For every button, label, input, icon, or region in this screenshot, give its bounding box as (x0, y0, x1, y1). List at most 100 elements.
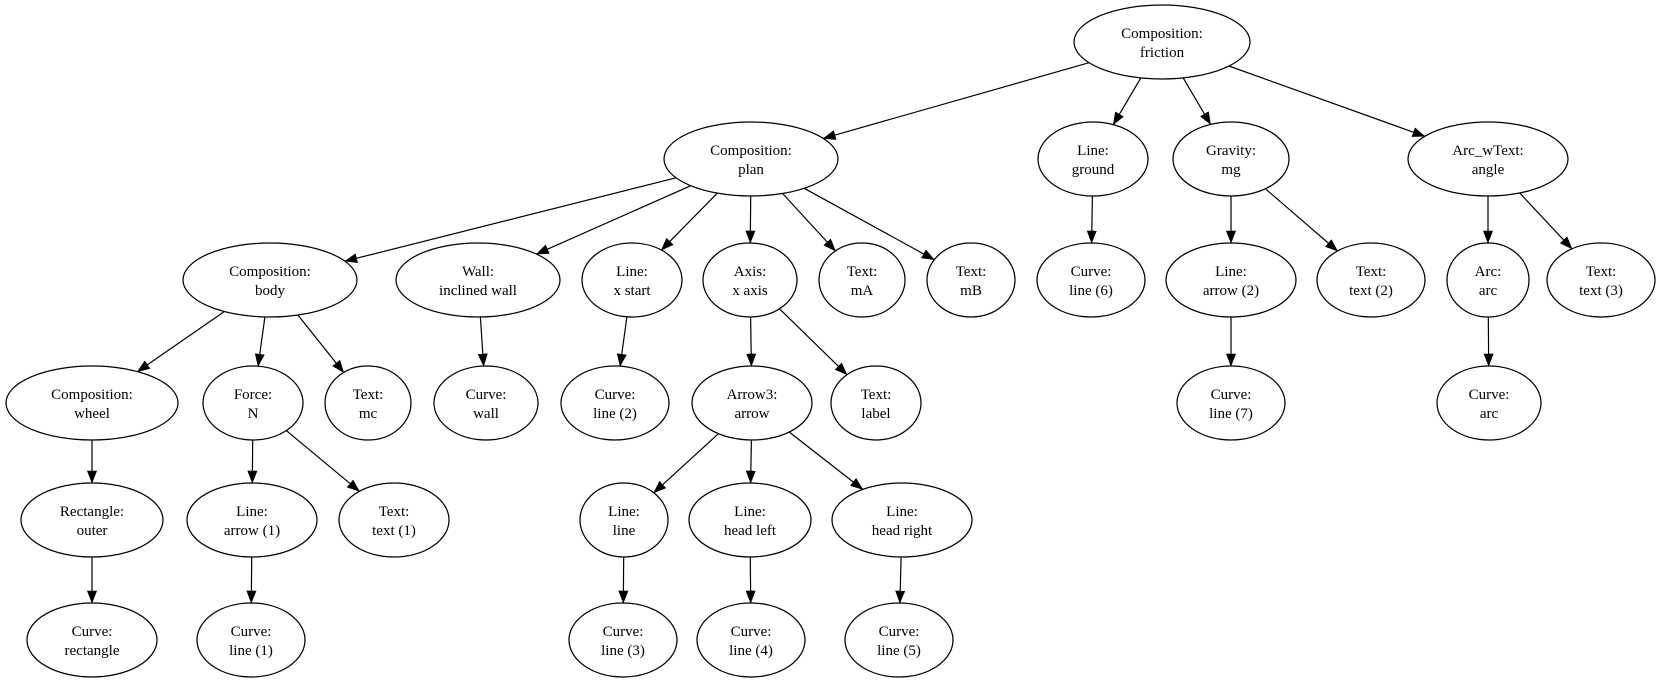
node-label: Arrow3:arrow (727, 387, 778, 422)
node-ellipse (186, 482, 318, 558)
node-label: Wall:inclined wall (439, 264, 517, 299)
edge-plan-to-body (344, 177, 677, 264)
node-ellipse (568, 602, 678, 678)
node-label: Line:head left (724, 504, 777, 539)
edge-arrow3-to-head-right (788, 431, 864, 490)
node-ellipse (202, 365, 304, 441)
edge-friction-to-mg (1182, 77, 1212, 126)
tree-node-mB: Text:mB (926, 242, 1016, 318)
node-label: Composition:plan (710, 143, 792, 178)
edge-plan-to-mB (803, 187, 935, 261)
edge-friction-to-ground (1112, 77, 1142, 126)
node-ellipse (581, 242, 683, 318)
node-label: Composition:wheel (51, 387, 133, 422)
node-label: Curve:line (1) (229, 624, 273, 659)
node-ellipse (1436, 365, 1542, 441)
node-ellipse (560, 365, 670, 441)
node-ellipse (696, 602, 806, 678)
node-label: Text:text (1) (372, 504, 416, 539)
edge-head-right-to-line5 (895, 556, 906, 604)
edge-arrow3-to-head-left (745, 439, 756, 484)
node-ellipse (831, 482, 973, 558)
tree-node-line3: Curve:line (3) (568, 602, 678, 678)
tree-node-mc: Text:mc (324, 365, 412, 441)
node-label: Gravity:mg (1206, 143, 1256, 178)
node-label: Force:N (234, 387, 272, 422)
tree-node-arrow2: Line:arrow (2) (1165, 242, 1297, 318)
tree-node-arrow3: Arrow3:arrow (691, 365, 813, 441)
tree-node-curve-arc: Curve:arc (1436, 365, 1542, 441)
edge-body-to-mc (297, 314, 345, 374)
node-ellipse (702, 242, 798, 318)
tree-node-x-start: Line:x start (581, 242, 683, 318)
node-label: Curve:rectangle (65, 624, 120, 659)
tree-node-arrow1: Line:arrow (1) (186, 482, 318, 558)
node-label: Curve:wall (466, 387, 507, 422)
edge-plan-to-inclined-wall (535, 185, 692, 255)
tree-node-inclined-wall: Wall:inclined wall (395, 242, 561, 318)
tree-node-wheel: Composition:wheel (5, 365, 179, 441)
edge-x-start-to-line2 (616, 316, 628, 367)
node-ellipse (1407, 121, 1569, 197)
node-label: Arc_wText:angle (1452, 143, 1523, 178)
node-label: Rectangle:outer (60, 504, 124, 539)
tree-node-label: Text:label (830, 365, 922, 441)
tree-node-angle: Arc_wText:angle (1407, 121, 1569, 197)
node-ellipse (196, 602, 306, 678)
tree-node-line6: Curve:line (6) (1036, 242, 1146, 318)
node-ellipse (1316, 242, 1426, 318)
node-label: Composition:friction (1121, 26, 1203, 61)
edge-mg-to-text2 (1265, 188, 1339, 252)
node-label: Curve:line (6) (1069, 264, 1113, 299)
node-label: Line:ground (1072, 143, 1115, 178)
node-label: Curve:line (5) (877, 624, 921, 659)
node-ellipse (324, 365, 412, 441)
node-ellipse (579, 482, 669, 558)
node-ellipse (20, 482, 164, 558)
node-label: Curve:line (3) (601, 624, 645, 659)
tree-node-x-axis: Axis:x axis (702, 242, 798, 318)
node-ellipse (663, 121, 839, 197)
tree-node-plan: Composition:plan (663, 121, 839, 197)
tree-node-arc: Arc:arc (1446, 242, 1530, 318)
node-label: Curve:line (2) (593, 387, 637, 422)
edge-ground-to-line6 (1086, 195, 1097, 244)
node-ellipse (182, 242, 358, 318)
tree-node-line2: Curve:line (2) (560, 365, 670, 441)
edge-arrow3-to-line-node (653, 433, 719, 494)
edge-plan-to-mA (782, 193, 836, 252)
node-label: Arc:arc (1475, 264, 1502, 299)
node-ellipse (5, 365, 179, 441)
tree-node-head-right: Line:head right (831, 482, 973, 558)
tree-node-ground: Line:ground (1037, 121, 1149, 197)
tree-node-friction: Composition:friction (1073, 4, 1251, 80)
tree-node-line-node: Line:line (579, 482, 669, 558)
edge-x-axis-to-arrow3 (746, 316, 757, 367)
node-label: Composition:body (229, 264, 311, 299)
tree-node-line5: Curve:line (5) (844, 602, 954, 678)
node-label: Text:mA (847, 264, 878, 299)
tree-node-text1: Text:text (1) (338, 482, 450, 558)
tree-node-text2: Text:text (2) (1316, 242, 1426, 318)
node-ellipse (1546, 242, 1656, 318)
tree-node-line7: Curve:line (7) (1176, 365, 1286, 441)
tree-node-rectangle: Curve:rectangle (26, 602, 158, 678)
edge-plan-to-x-start (660, 192, 718, 251)
tree-node-mg: Gravity:mg (1172, 121, 1290, 197)
node-label: Curve:line (7) (1209, 387, 1253, 422)
node-ellipse (830, 365, 922, 441)
tree-node-wall-curve: Curve:wall (433, 365, 539, 441)
node-ellipse (1165, 242, 1297, 318)
edge-body-to-wheel (136, 311, 225, 373)
node-ellipse (1073, 4, 1251, 80)
edge-friction-to-angle (1228, 65, 1426, 137)
node-ellipse (1176, 365, 1286, 441)
node-label: Curve:arc (1469, 387, 1510, 422)
node-label: Axis:x axis (732, 264, 768, 299)
node-ellipse (338, 482, 450, 558)
tree-node-line4: Curve:line (4) (696, 602, 806, 678)
node-ellipse (1172, 121, 1290, 197)
node-label: Line:line (608, 504, 640, 539)
node-label: Text:label (861, 387, 892, 422)
